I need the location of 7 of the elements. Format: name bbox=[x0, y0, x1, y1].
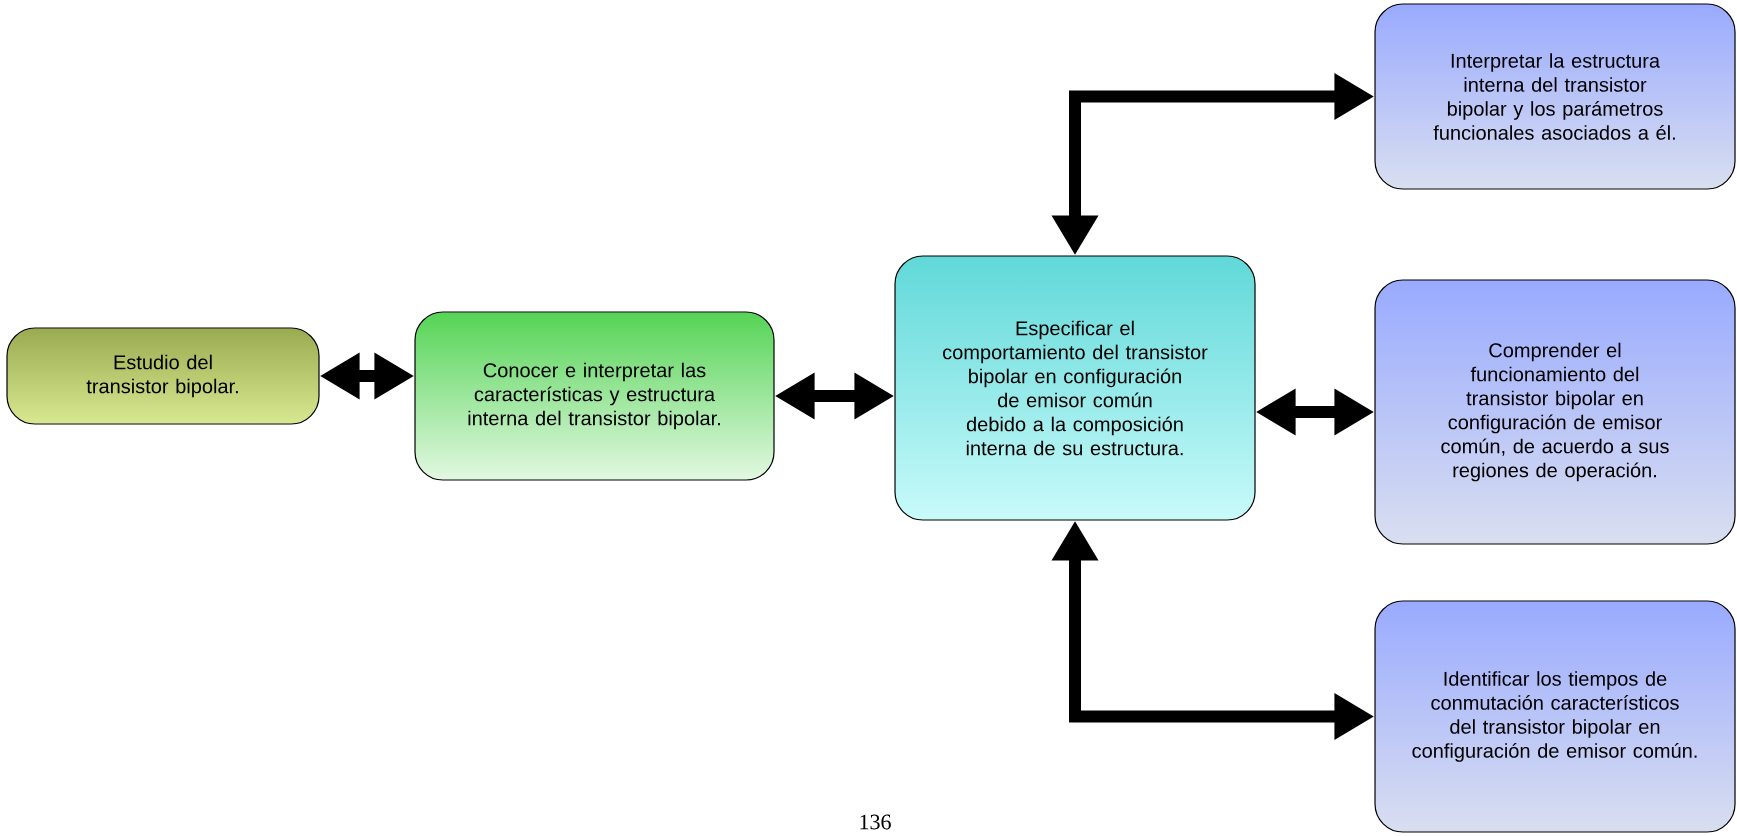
process-box: Estudio del transistor bipolar. bbox=[6, 327, 320, 425]
page-number: 136 bbox=[860, 814, 891, 830]
process-box: Identificar los tiempos de conmutación característicos del transistor bipolar en configuración de emisor común. bbox=[1374, 600, 1736, 833]
process-box: Especificar el comportamiento del transistor bipolar en configuración de emisor común debido a la composición interna de su estructura. bbox=[894, 255, 1256, 521]
process-box: Interpretar la estructura interna del transistor bipolar y los parámetros funcionales asociados a él. bbox=[1374, 3, 1736, 190]
process-box: Comprender el funcionamiento del transistor bipolar en configuración de emisor común, de acuerdo a sus regiones de operación. bbox=[1374, 279, 1736, 545]
process-box: Conocer e interpretar las características y estructura interna del transistor bipolar. bbox=[414, 311, 775, 481]
